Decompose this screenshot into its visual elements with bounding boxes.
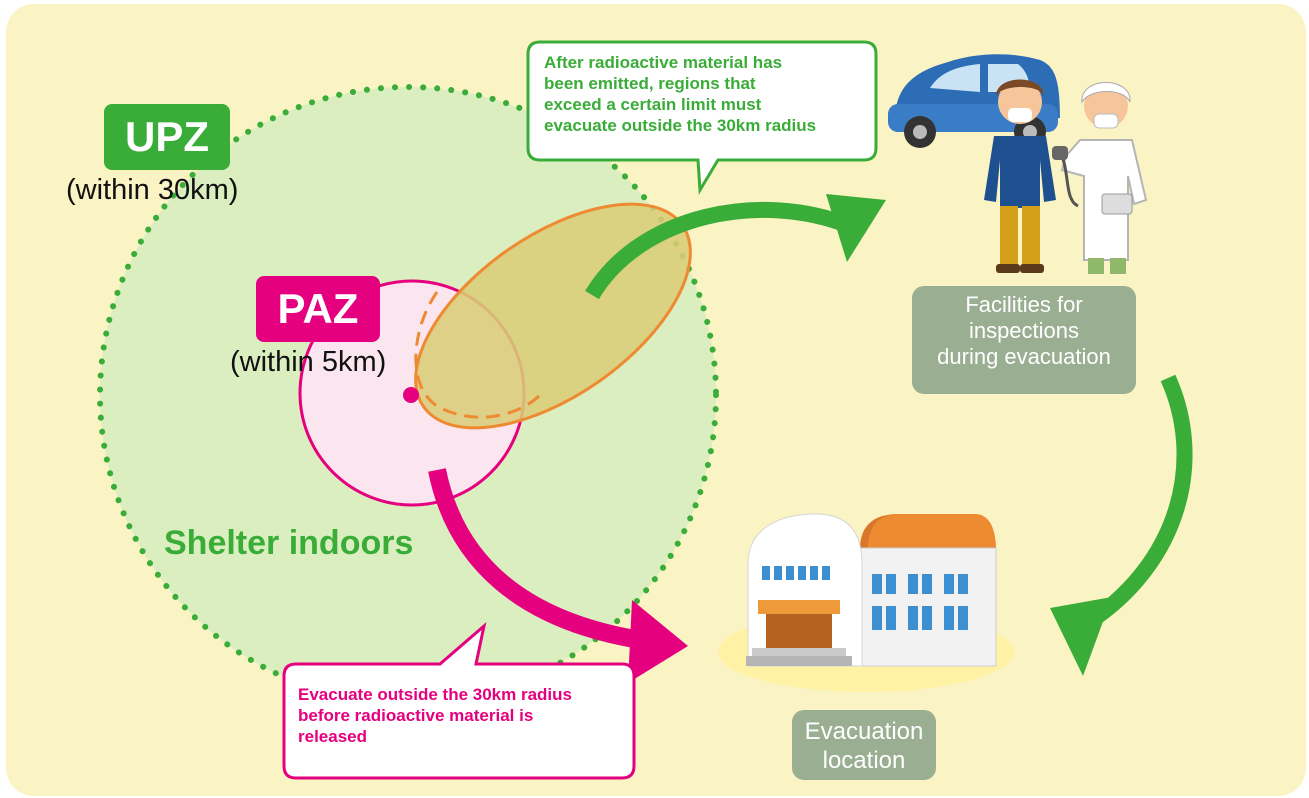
green-arrowhead-upper bbox=[826, 194, 886, 262]
callout-bottom-text: Evacuate outside the 30km radius before … bbox=[298, 684, 572, 747]
person-icon bbox=[984, 79, 1056, 273]
facilities-line: inspections bbox=[968, 318, 1080, 343]
callout-bottom-line: Evacuate outside the 30km radius bbox=[298, 685, 572, 704]
callout-top-line: exceed a certain limit must bbox=[544, 95, 762, 114]
paz-badge: PAZ bbox=[256, 276, 380, 342]
magenta-arrowhead bbox=[628, 600, 688, 683]
callout-top-text: After radioactive material has been emit… bbox=[544, 52, 816, 136]
callout-bottom-line: before radioactive material is bbox=[298, 706, 534, 725]
evacuation-arrow-green-right bbox=[1087, 374, 1193, 627]
callout-bottom-line: released bbox=[298, 727, 367, 746]
callout-bottom-bubble bbox=[282, 621, 636, 780]
inspector-icon bbox=[1052, 82, 1148, 274]
plume-dashed-edge bbox=[414, 291, 542, 419]
upz-badge: UPZ bbox=[104, 104, 230, 170]
building-icon bbox=[718, 513, 1014, 692]
callout-top-bubble bbox=[526, 40, 878, 195]
evacuation-location-box: Evacuation location bbox=[792, 710, 936, 780]
facilities-line: Facilities for bbox=[965, 292, 1083, 317]
callout-top-line: been emitted, regions that bbox=[544, 74, 756, 93]
facilities-line: during evacuation bbox=[937, 344, 1111, 369]
callout-top-line: evacuate outside the 30km radius bbox=[544, 116, 817, 135]
plant-location-dot bbox=[403, 387, 419, 403]
shelter-indoors-label: Shelter indoors bbox=[164, 524, 414, 562]
paz-range-label: (within 5km) bbox=[230, 346, 387, 378]
upz-range-label: (within 30km) bbox=[66, 174, 239, 206]
green-arrowhead-right bbox=[1050, 597, 1112, 676]
evacuation-line: Evacuation bbox=[804, 718, 924, 745]
evacuation-arrow-green-upper bbox=[585, 201, 853, 300]
callout-top-line: After radioactive material has bbox=[544, 53, 783, 72]
evacuation-arrow-magenta bbox=[428, 468, 642, 649]
facilities-box: Facilities for inspections during evacua… bbox=[912, 286, 1136, 394]
evacuation-line: location bbox=[822, 747, 906, 774]
